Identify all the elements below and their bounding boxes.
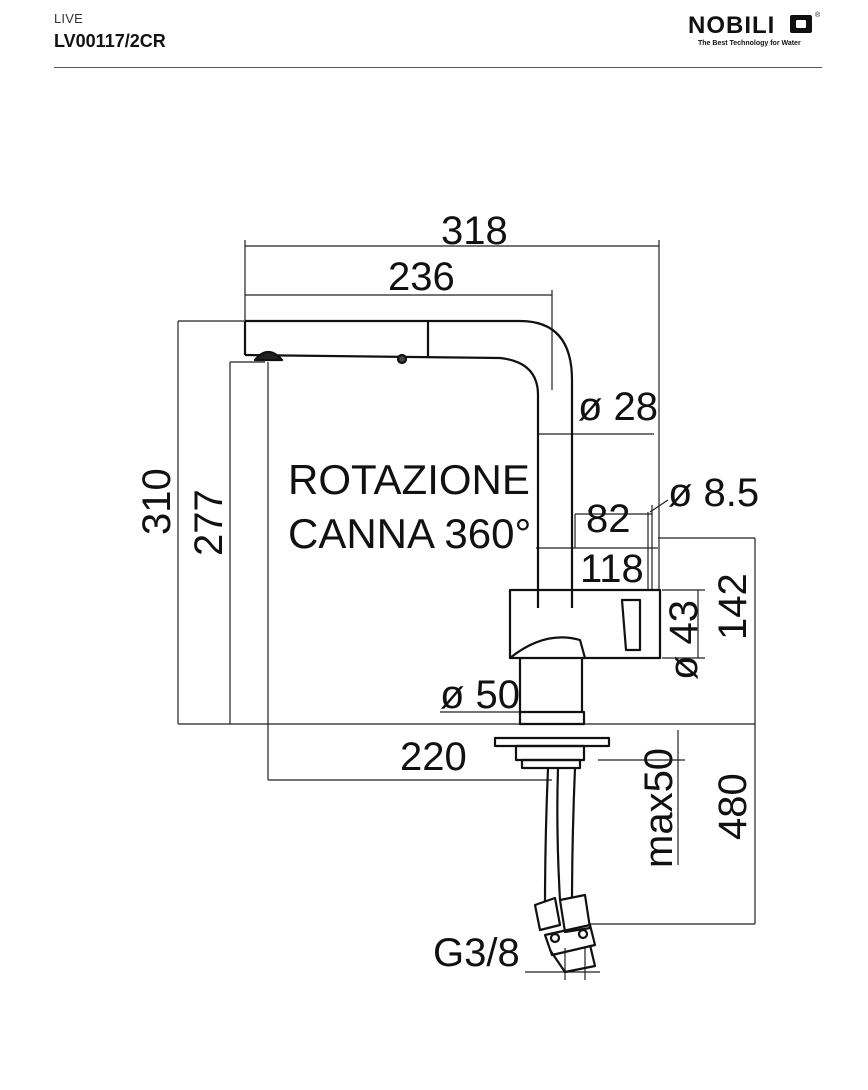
hose-left bbox=[543, 767, 550, 906]
rotation-note-line2: CANNA 360° bbox=[288, 510, 531, 557]
dim-dia-8-5: ø 8.5 bbox=[668, 471, 759, 515]
logo-wordmark: NOBILI bbox=[688, 12, 776, 39]
logo-mark-icon bbox=[790, 15, 812, 33]
hose-right bbox=[570, 767, 577, 906]
dim-277: 277 bbox=[187, 489, 231, 556]
faucet-outline bbox=[243, 319, 662, 974]
dim-dia-28: ø 28 bbox=[578, 385, 658, 429]
brand-logo: NOBILI ® The Best Technology for Water bbox=[688, 12, 824, 52]
dim-142: 142 bbox=[711, 573, 755, 640]
dim-310: 310 bbox=[135, 468, 179, 535]
annotation: ROTAZIONE CANNA 360° bbox=[288, 456, 531, 557]
rotation-note-line1: ROTAZIONE bbox=[288, 456, 530, 503]
fitting-left bbox=[533, 896, 562, 932]
lever-handle bbox=[620, 598, 642, 652]
dim-dia-43: ø 43 bbox=[662, 600, 706, 680]
spout-body bbox=[244, 319, 574, 608]
dimension-labels: 318 236 310 277 ø 28 ø 8.5 82 118 142 ø … bbox=[135, 209, 759, 975]
product-code: LV00117/2CR bbox=[54, 31, 166, 51]
mixer-body bbox=[508, 588, 662, 660]
page-header: LIVE LV00117/2CR NOBILI ® The Best Techn… bbox=[0, 0, 868, 80]
spray-button-icon bbox=[396, 353, 408, 365]
dim-220: 220 bbox=[400, 735, 467, 779]
dim-82: 82 bbox=[586, 497, 631, 541]
dim-max50: max50 bbox=[637, 748, 681, 868]
dim-236: 236 bbox=[388, 255, 455, 299]
logo-tagline: The Best Technology for Water bbox=[698, 40, 801, 47]
header-divider bbox=[54, 67, 822, 68]
dim-118: 118 bbox=[580, 547, 644, 591]
aerator-icon bbox=[253, 350, 284, 362]
dim-318: 318 bbox=[441, 209, 508, 253]
product-series: LIVE bbox=[54, 11, 83, 26]
dim-g3-8: G3/8 bbox=[433, 931, 520, 975]
dim-dia-50: ø 50 bbox=[440, 673, 520, 717]
dim-480: 480 bbox=[711, 773, 755, 840]
dimension-lines bbox=[177, 240, 756, 980]
registered-icon: ® bbox=[815, 12, 821, 19]
